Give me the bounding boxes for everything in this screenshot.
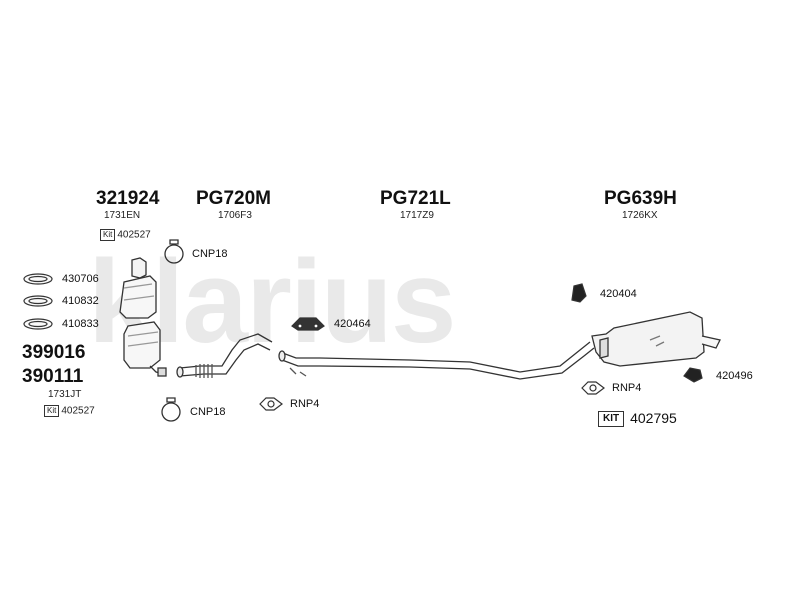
part-code-321924: 1731EN	[104, 210, 141, 221]
clamp-icon	[161, 239, 184, 422]
part-code-pg639h: 1726KX	[622, 210, 658, 221]
label-430706: 430706	[62, 273, 99, 285]
kit-badge: KIT	[598, 411, 625, 428]
part-number-321924: 321924	[96, 188, 160, 209]
kit-number: 402527	[117, 229, 151, 241]
kit-badge: Kit	[44, 405, 60, 417]
part-code-pg720m: 1706F3	[218, 210, 252, 221]
mount-icon	[291, 283, 703, 383]
label-420404: 420404	[600, 288, 637, 300]
kit-label-right: KIT 402795	[598, 410, 677, 428]
centre-pipe	[278, 341, 595, 380]
part-number-390111: 390111	[22, 366, 84, 387]
label-rnp4-left: RNP4	[290, 398, 320, 410]
part-code-390111: 1731JT	[48, 389, 82, 400]
label-410833: 410833	[62, 318, 99, 330]
label-cnp18-bottom: CNP18	[190, 406, 226, 418]
label-410832: 410832	[62, 295, 99, 307]
kit-number: 402795	[630, 410, 677, 426]
catalytic-converter	[119, 257, 167, 377]
label-420464: 420464	[334, 318, 371, 330]
kit-number: 402527	[61, 405, 95, 417]
rear-silencer	[591, 311, 721, 367]
rnp4-ring-icon	[259, 381, 605, 411]
label-rnp4-right: RNP4	[612, 382, 642, 394]
front-pipe	[176, 333, 273, 378]
part-code-pg721l: 1717Z9	[400, 210, 434, 221]
label-cnp18-top: CNP18	[192, 248, 228, 260]
part-number-pg639h: PG639H	[604, 188, 677, 209]
part-number-399016: 399016	[22, 342, 86, 363]
part-number-pg720m: PG720M	[196, 188, 271, 209]
kit-badge: Kit	[100, 229, 116, 241]
part-number-pg721l: PG721L	[380, 188, 451, 209]
gasket-ring-icon	[23, 273, 53, 330]
label-420496: 420496	[716, 370, 753, 382]
